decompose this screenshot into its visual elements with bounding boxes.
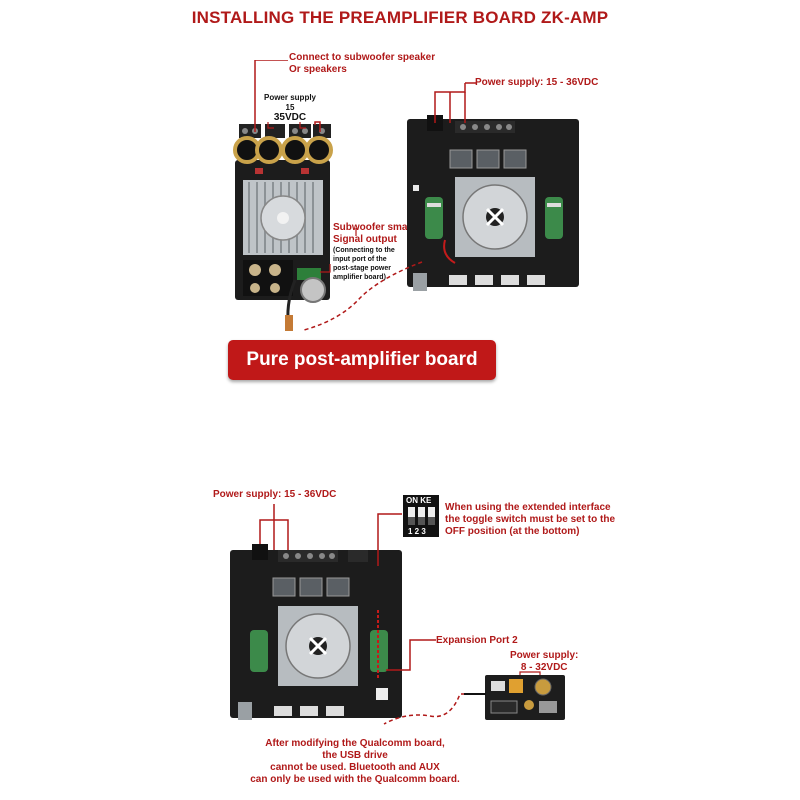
callout-line-subwoofer (320, 228, 357, 273)
label-expansion-port: Expansion Port 2 (436, 635, 518, 646)
callout-line-dip (377, 513, 402, 566)
main-amp-board-top (407, 115, 579, 291)
usb-port-icon (413, 273, 427, 291)
page-title: INSTALLING THE PREAMPLIFIER BOARD ZK-AMP (191, 8, 609, 27)
capacitor-icon (425, 197, 563, 239)
dashed-connection-bottom (383, 693, 486, 725)
callout-lines-top-right (434, 82, 477, 123)
callout-lines-top-left (254, 60, 321, 132)
terminal-icon (239, 124, 331, 138)
dip-number-label: 1 2 3 (408, 527, 426, 536)
label-connect-speaker: Connect to subwoofer speaker Or speakers (289, 52, 436, 75)
main-amp-board-bottom (230, 544, 402, 720)
dashed-connection-top (303, 261, 423, 331)
label-power-supply-top: Power supply: 15 - 36VDC (475, 77, 599, 88)
label-qualcomm-power: Power supply: 8 - 32VDC (510, 650, 579, 673)
knob-icon (297, 268, 326, 303)
capacitor-icon (233, 136, 333, 164)
fan-icon (462, 184, 528, 250)
dip-switch-icon (403, 495, 439, 537)
usb-port-icon (238, 702, 252, 720)
callout-line-expansion (386, 639, 436, 671)
qualcomm-bluetooth-board (485, 675, 565, 720)
banner-post-amplifier: Pure post-amplifier board (228, 340, 496, 380)
label-power-supply-small: Power supply 15 35VDC (263, 93, 316, 123)
label-dip-instruction: When using the extended interface the to… (445, 502, 616, 537)
subwoofer-amp-board (233, 124, 333, 331)
dip-on-label: ON KE (406, 496, 432, 505)
note-qualcomm-modification: After modifying the Qualcomm board, the … (250, 738, 460, 785)
fan-icon (285, 613, 351, 679)
fan-icon (260, 195, 306, 241)
label-power-supply-bottom: Power supply: 15 - 36VDC (213, 489, 337, 500)
label-subwoofer-output: Subwoofer small Signal output (Connectin… (333, 222, 414, 281)
